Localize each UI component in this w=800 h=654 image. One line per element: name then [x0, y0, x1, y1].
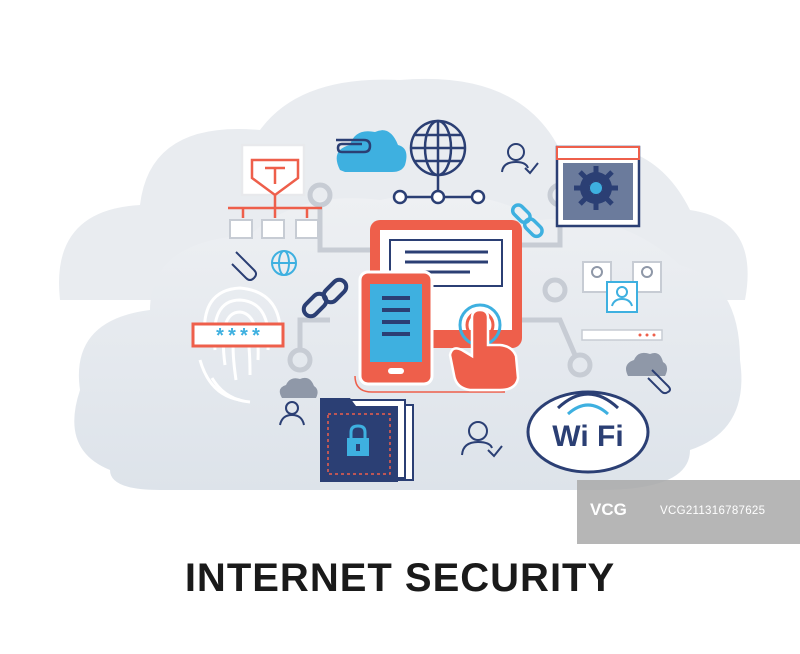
watermark-panel: [577, 480, 800, 544]
cloud-icon-small: [626, 352, 671, 395]
user-network-icon: [581, 261, 663, 341]
password-mask: ****: [214, 327, 262, 350]
settings-window-icon: [555, 145, 641, 228]
page-title: INTERNET SECURITY: [184, 556, 616, 600]
pointing-hand-icon: [448, 303, 520, 392]
folder-icons: [229, 219, 319, 239]
globe-icon: [409, 119, 467, 177]
link-icon-blue: [510, 203, 544, 239]
wifi-label: Wi Fi: [552, 420, 623, 453]
cloud-user-icon: [279, 377, 318, 426]
user-check-icon-bottom: [461, 421, 503, 458]
watermark-id: VCG211316787625: [660, 505, 766, 517]
link-icon: [301, 277, 349, 319]
watermark-brand: VCG: [590, 500, 627, 519]
paperclip-icon: [336, 138, 372, 154]
user-check-icon: [501, 143, 539, 175]
hierarchy-filter-icon: [228, 143, 322, 218]
paperclip-icon-small: [231, 251, 257, 281]
smartphone-icon: [354, 270, 505, 393]
globe-icon-small: [271, 250, 297, 276]
wifi-icon: Wi Fi: [526, 390, 650, 474]
password-field-icon: ****: [191, 322, 285, 350]
network-nodes-icon: [392, 175, 486, 205]
folder-lock-icon: [320, 398, 414, 482]
